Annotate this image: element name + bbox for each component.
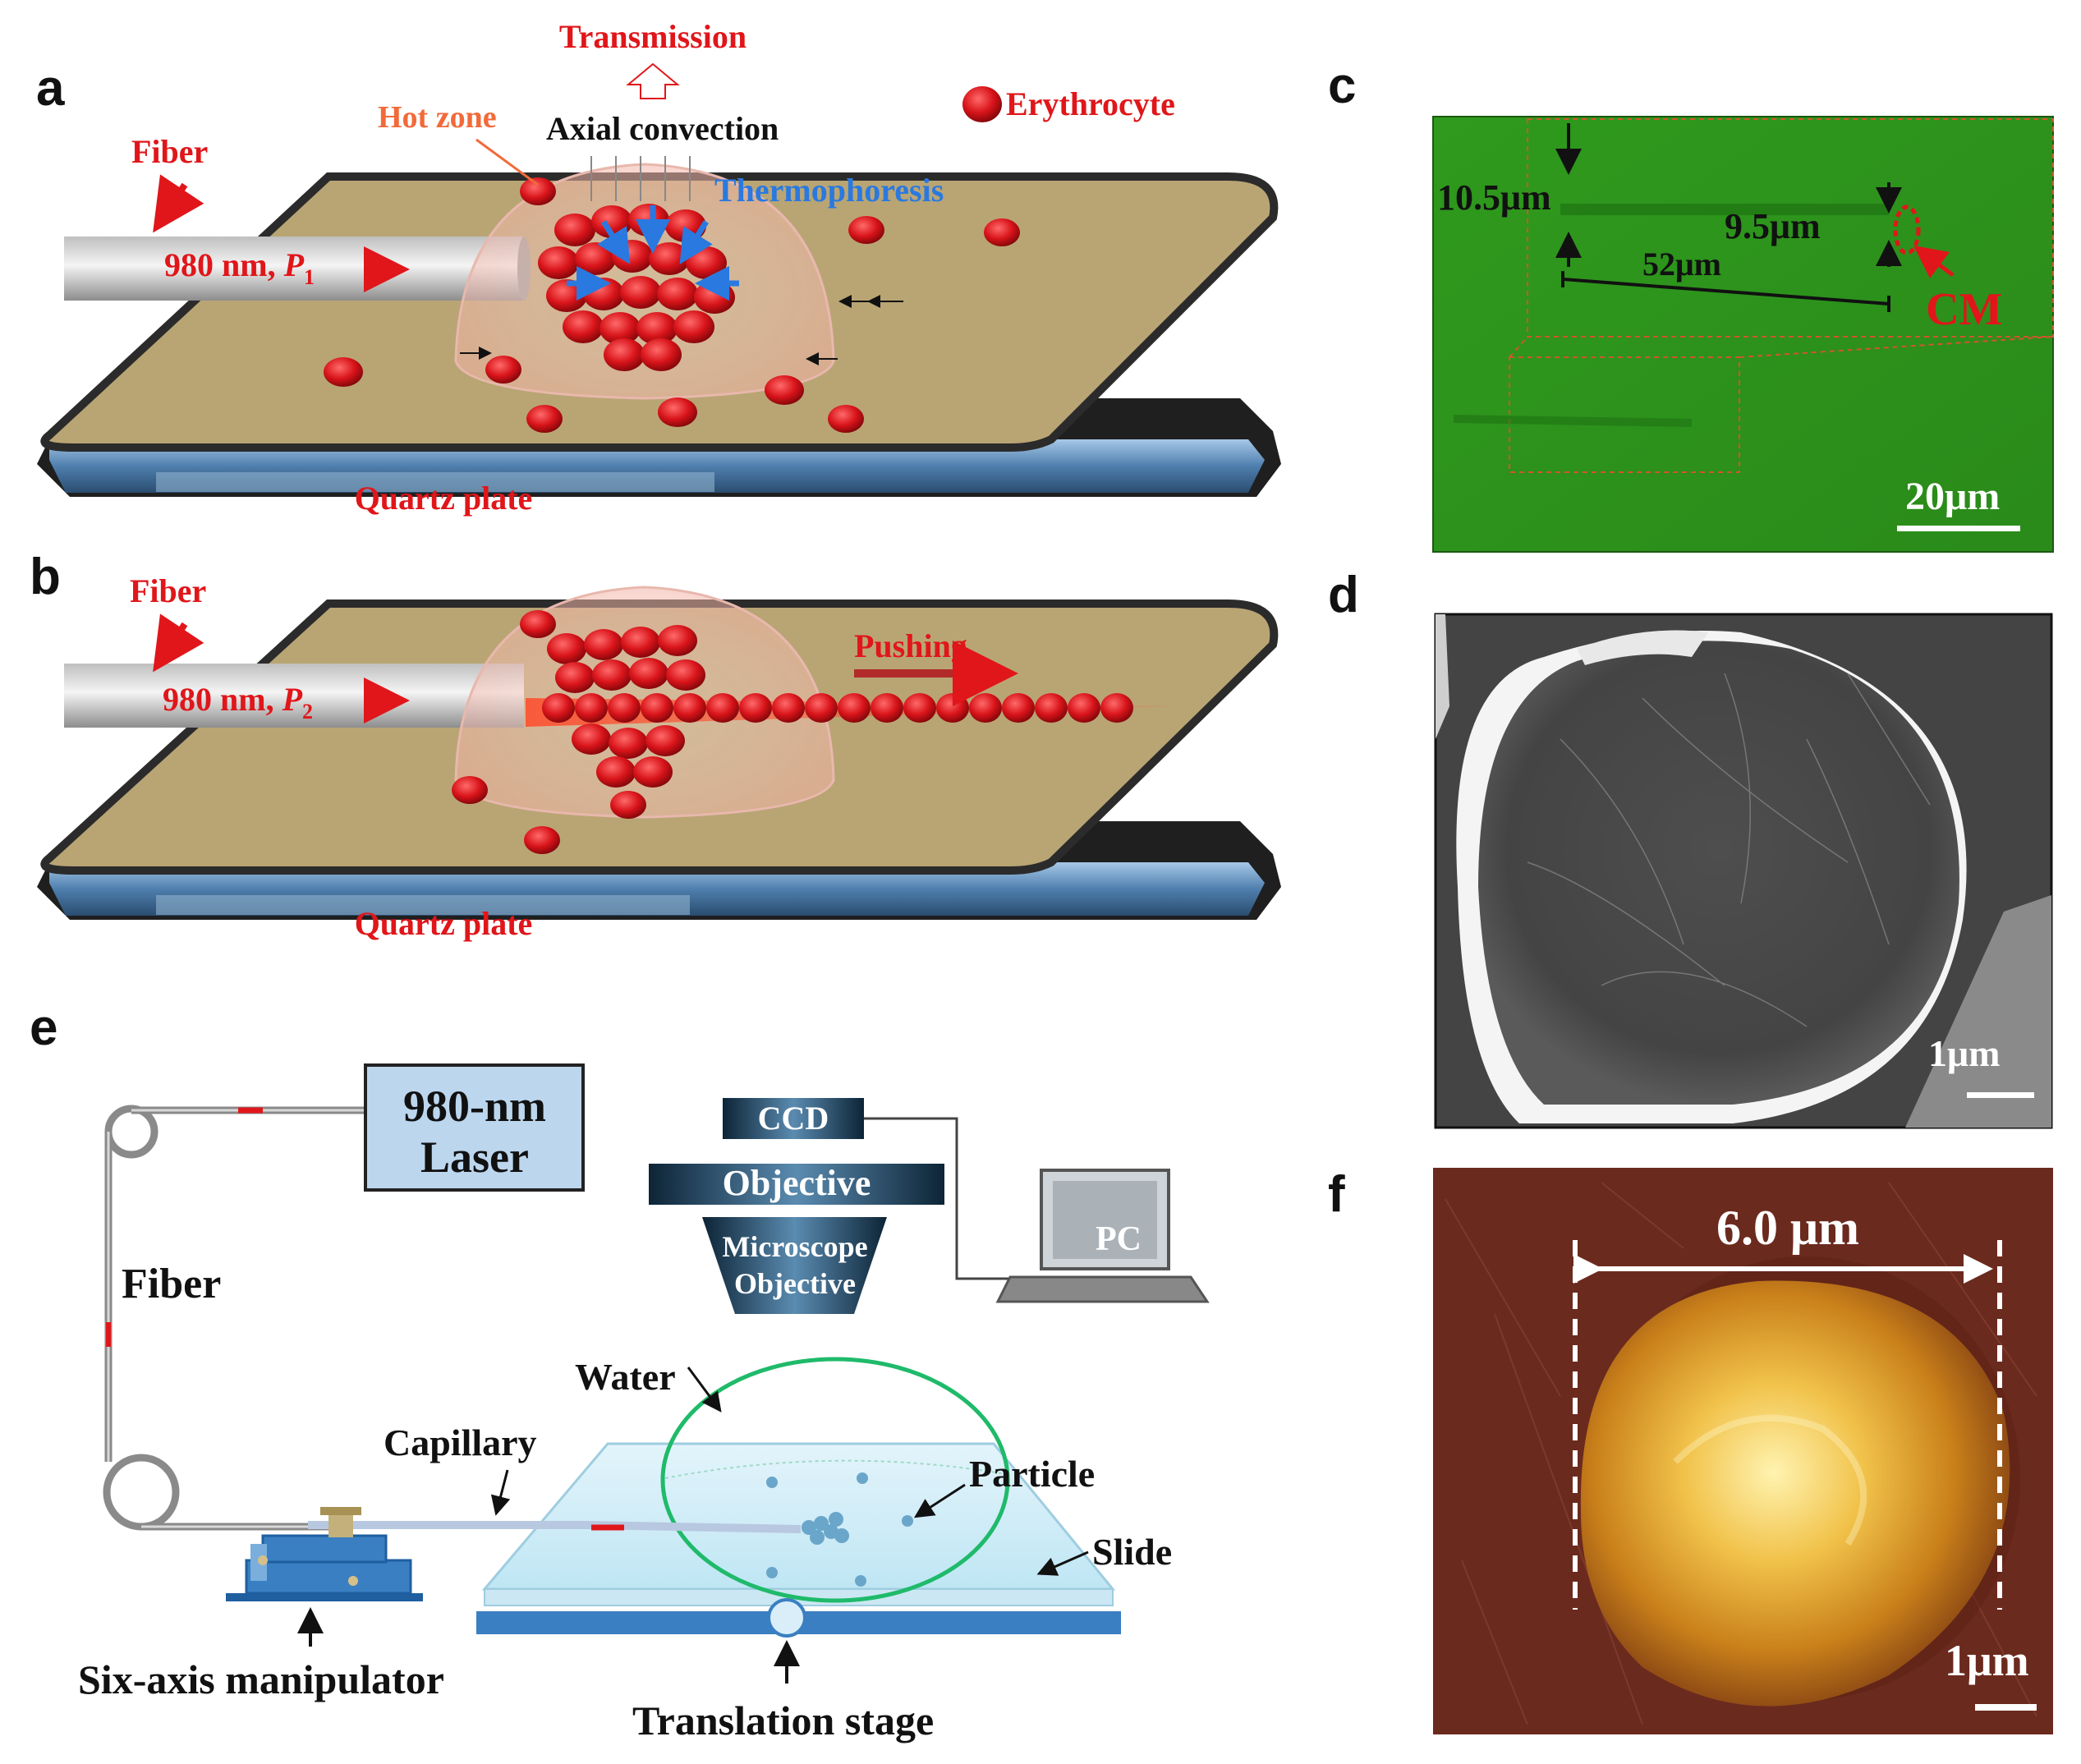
inflow-arrows [460,295,903,365]
panel-a: a Quartz plate Fiber 980 nm, P1 [36,18,1281,517]
free-erythrocytes-a [324,177,1020,433]
erythrocyte-cluster-a [538,204,735,371]
scale-bar-c [1897,526,2020,531]
zoom-box-small [1509,356,1740,473]
dim-right-label: 9.5μm [1725,206,1821,246]
pc-icon: PC [995,1169,1210,1303]
pc-label: PC [1096,1220,1142,1258]
scale-label-d: 1μm [1928,1032,2000,1074]
objective-label: Objective [723,1163,871,1203]
slide-label: Slide [1092,1531,1172,1573]
cm-arrow [1913,246,1955,278]
dim-left-label: 10.5μm [1437,177,1551,218]
stage-label: Translation stage [632,1697,934,1743]
fiber-label-e: Fiber [122,1261,221,1307]
axial-convection-label: Axial convection [546,110,779,147]
scale-label-c: 20μm [1905,475,2000,518]
panel-e: e 980-nm Laser Fiber CCD Objective Micro [30,999,1210,1743]
scale-label-f: 1μm [1945,1636,2029,1685]
free-erythrocytes-b [452,776,646,854]
hot-zone-pointer [475,138,539,186]
panel-label-a: a [36,60,65,117]
fiber-b [64,664,524,728]
erythrocyte-legend-icon [962,86,1002,122]
fiber-label-a: Fiber [131,133,208,170]
contact-mark-ellipse [1893,204,1921,255]
optical-micrograph [1433,117,2053,552]
afm-particle-dome [1580,1280,2010,1707]
zoom-box-large [1527,118,2054,338]
sem-filaments [1527,673,1931,1027]
axial-convection-arrows [590,156,691,201]
panel-label-c: c [1328,57,1356,114]
dimension-lines [1555,123,1902,312]
fiber-pointer-arrow-a [153,174,204,233]
scale-bar-f [1975,1704,2037,1711]
dim-length-label: 52μm [1642,246,1721,283]
erythrocyte-legend-label: Erythrocyte [1006,85,1175,122]
setup-fiber-path [103,1105,365,1531]
erythrocyte-cluster-b [520,610,705,788]
transmission-arrow [626,62,680,99]
laser-power-label-a: 980 nm, P1 [164,246,315,289]
panel-d: d 1μm [1328,567,2053,1129]
panel-label-b: b [30,549,61,605]
thermophoresis-arrows [567,205,739,301]
laser-box-line2: Laser [420,1132,529,1182]
water-label: Water [575,1356,676,1398]
diameter-label: 6.0 μm [1716,1201,1859,1255]
scale-bar-d [1967,1092,2034,1098]
microscope-objective-line2: Objective [734,1267,856,1300]
capillary [308,1521,802,1533]
capillary-label: Capillary [384,1422,537,1463]
laser-box [364,1063,585,1192]
particle-label: Particle [969,1453,1095,1495]
thermophoresis-label: Thermophoresis [714,172,944,209]
quartz-plate-label-b: Quartz plate [355,905,533,942]
panel-label-d: d [1328,567,1359,623]
panel-b: b Quartz plate Fiber 980 nm, P2 [30,549,1281,942]
translation-stage-knob [767,1598,806,1638]
sem-particle-disk [1478,641,1959,1105]
laser-power-label-b: 980 nm, P2 [163,681,313,724]
particles [766,1472,913,1587]
panel-label-e: e [30,999,57,1056]
six-axis-manipulator [226,1507,423,1601]
ccd-label: CCD [758,1100,829,1137]
ccd-cable [864,1117,1022,1280]
microscope: CCD Objective Microscope Objective [649,1098,944,1314]
laser-box-line1: 980-nm [403,1082,546,1131]
microscope-objective-line1: Microscope [722,1230,867,1263]
fiber-pointer-arrow-b [153,613,204,673]
transmission-label: Transmission [559,18,746,55]
panel-f: f 6.0 μm 1μm [1328,1166,2053,1734]
manipulator-label: Six-axis manipulator [78,1656,444,1702]
water-droplet [660,1357,1010,1603]
pushing-label: Pushing [854,627,967,664]
cm-label: CM [1926,284,2002,335]
panel-label-f: f [1328,1166,1345,1223]
quartz-plate-label-a: Quartz plate [355,480,533,517]
fiber-label-b: Fiber [130,572,206,609]
panel-c: c 10.5μm 9.5μm 52μm CM 20μm [1328,57,2054,553]
hot-zone-label: Hot zone [378,100,497,135]
fiber-a [64,237,531,301]
